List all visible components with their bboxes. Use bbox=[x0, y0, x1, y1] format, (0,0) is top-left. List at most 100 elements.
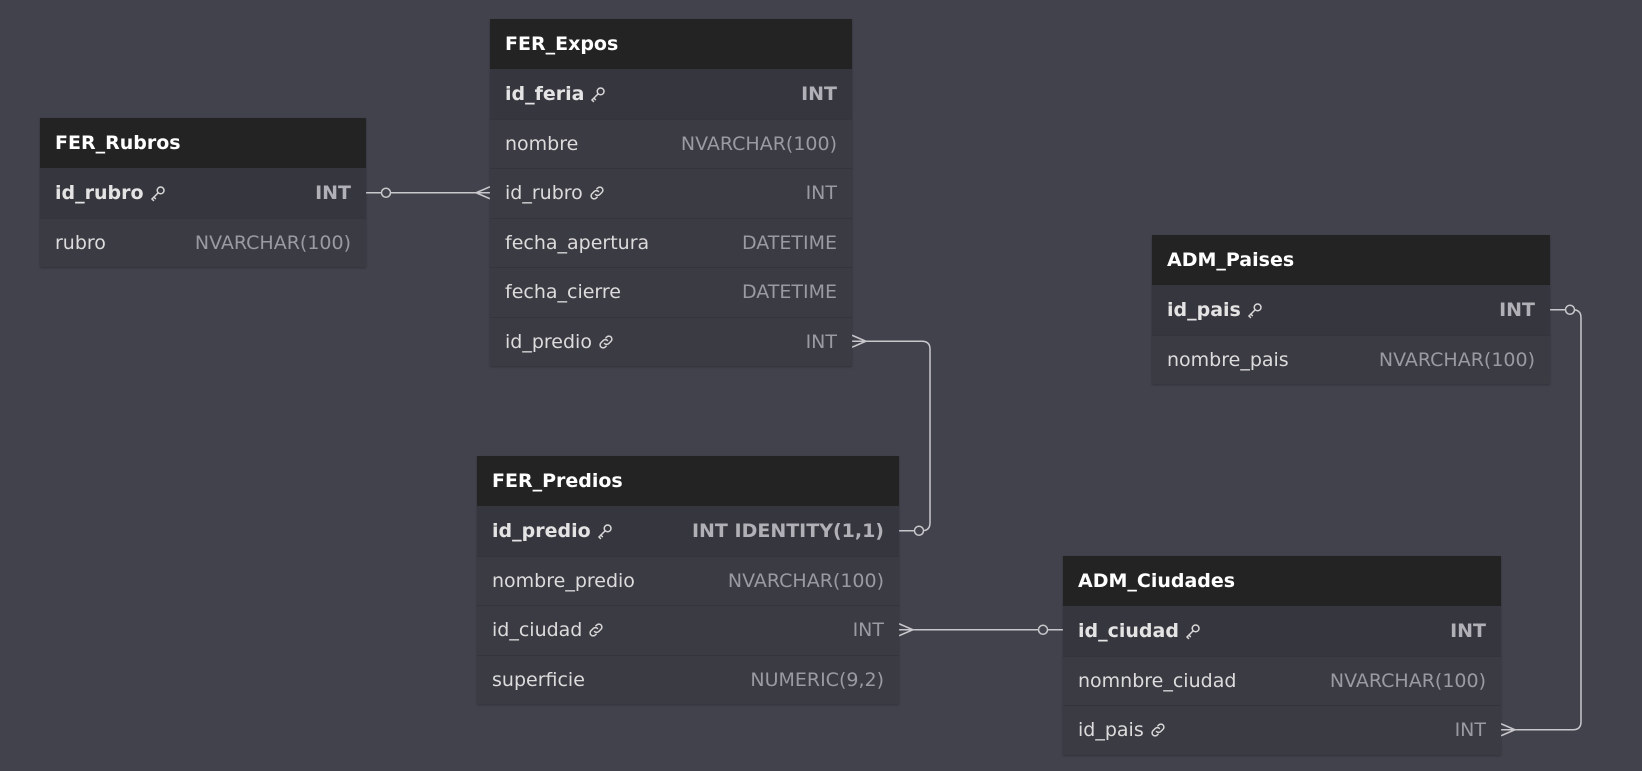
column-name-group: id_predio bbox=[492, 520, 614, 542]
link-icon bbox=[1149, 721, 1167, 739]
table-adm-paises[interactable]: ADM_Paises id_pais INT nombre_pais NVARCHAR(… bbox=[1152, 235, 1550, 384]
table-columns: id_pais INT nombre_pais NVARCHAR(100) bbox=[1152, 285, 1550, 384]
one-end-marker-rubro bbox=[380, 187, 392, 198]
column-type: DATETIME bbox=[741, 281, 837, 304]
column-name: nombre bbox=[505, 132, 579, 155]
column-row-id-ciudad[interactable]: id_ciudad INT bbox=[477, 605, 899, 655]
key-icon bbox=[1246, 301, 1264, 319]
table-fer-rubros[interactable]: FER_Rubros id_rubro INT rubro NVARCHAR(100) bbox=[40, 118, 366, 267]
column-row-id-ciudad[interactable]: id_ciudad INT bbox=[1063, 606, 1501, 656]
column-row-id-rubro[interactable]: id_rubro INT bbox=[40, 168, 366, 218]
column-name-group: nombre_pais bbox=[1167, 349, 1289, 371]
table-columns: id_rubro INT rubro NVARCHAR(100) bbox=[40, 168, 366, 267]
table-title[interactable]: FER_Predios bbox=[477, 456, 899, 506]
column-row-nombre-pais[interactable]: nombre_pais NVARCHAR(100) bbox=[1152, 334, 1550, 385]
link-icon bbox=[588, 184, 606, 202]
column-type: NVARCHAR(100) bbox=[1378, 348, 1535, 371]
one-end-marker-ciudad bbox=[1037, 624, 1049, 635]
column-row-nomnbre-ciudad[interactable]: nomnbre_ciudad NVARCHAR(100) bbox=[1063, 655, 1501, 706]
column-name-group: fecha_apertura bbox=[505, 232, 649, 254]
column-row-id-pais[interactable]: id_pais INT bbox=[1063, 705, 1501, 755]
column-name-group: rubro bbox=[55, 232, 106, 254]
column-name: fecha_apertura bbox=[505, 231, 650, 254]
column-name-group: id_pais bbox=[1167, 299, 1264, 321]
column-row-id-predio[interactable]: id_predio INT bbox=[490, 316, 852, 367]
one-end-marker-predio bbox=[913, 525, 925, 536]
key-icon bbox=[596, 522, 614, 540]
key-icon bbox=[1184, 622, 1202, 640]
column-name: nombre_pais bbox=[1167, 348, 1289, 371]
column-name: id_predio bbox=[492, 519, 591, 542]
table-title[interactable]: ADM_Ciudades bbox=[1063, 556, 1501, 606]
column-name: id_ciudad bbox=[1078, 619, 1179, 642]
column-type: INT bbox=[315, 181, 351, 204]
column-row-rubro[interactable]: rubro NVARCHAR(100) bbox=[40, 217, 366, 268]
one-end-marker-pais bbox=[1564, 304, 1576, 315]
column-type: NVARCHAR(100) bbox=[680, 132, 837, 155]
column-type: NVARCHAR(100) bbox=[727, 569, 884, 592]
column-name: id_rubro bbox=[55, 181, 144, 204]
column-type: INT bbox=[805, 330, 837, 353]
column-type: INT bbox=[805, 182, 837, 205]
table-title[interactable]: FER_Expos bbox=[490, 19, 852, 69]
column-name-group: superficie bbox=[492, 669, 585, 691]
column-type: NVARCHAR(100) bbox=[194, 231, 351, 254]
column-type: INT IDENTITY(1,1) bbox=[691, 519, 884, 542]
many-end-marker-predio bbox=[851, 334, 868, 348]
column-row-nombre-predio[interactable]: nombre_predio NVARCHAR(100) bbox=[477, 555, 899, 606]
many-end-marker-pais bbox=[1500, 723, 1517, 737]
column-type: INT bbox=[1450, 619, 1486, 642]
table-title[interactable]: FER_Rubros bbox=[40, 118, 366, 168]
column-row-id-predio[interactable]: id_predio INT IDENTITY(1,1) bbox=[477, 506, 899, 556]
column-type: DATETIME bbox=[741, 231, 837, 254]
many-end-marker-rubro bbox=[474, 186, 491, 200]
link-icon bbox=[587, 621, 605, 639]
column-name-group: id_pais bbox=[1078, 719, 1167, 741]
column-name: id_ciudad bbox=[492, 619, 583, 642]
column-type: INT bbox=[1454, 719, 1486, 742]
column-row-superficie[interactable]: superficie NUMERIC(9,2) bbox=[477, 654, 899, 705]
column-name-group: id_ciudad bbox=[492, 619, 605, 641]
column-name-group: id_feria bbox=[505, 83, 607, 105]
key-icon bbox=[589, 85, 607, 103]
column-type: NVARCHAR(100) bbox=[1329, 669, 1486, 692]
column-row-id-feria[interactable]: id_feria INT bbox=[490, 69, 852, 119]
column-name-group: fecha_cierre bbox=[505, 281, 621, 303]
column-row-nombre[interactable]: nombre NVARCHAR(100) bbox=[490, 118, 852, 169]
column-name: fecha_cierre bbox=[505, 281, 621, 304]
column-name: nomnbre_ciudad bbox=[1078, 669, 1237, 692]
link-icon bbox=[597, 333, 615, 351]
table-fer-predios[interactable]: FER_Predios id_predio INT IDENTITY(1,1) nom… bbox=[477, 456, 899, 704]
column-type: NUMERIC(9,2) bbox=[750, 668, 884, 691]
column-type: INT bbox=[852, 619, 884, 642]
column-name-group: id_rubro bbox=[55, 182, 167, 204]
column-name-group: nombre bbox=[505, 133, 578, 155]
column-name: id_feria bbox=[505, 82, 585, 105]
column-name: id_pais bbox=[1167, 298, 1241, 321]
column-name-group: nombre_predio bbox=[492, 570, 635, 592]
column-row-id-pais[interactable]: id_pais INT bbox=[1152, 285, 1550, 335]
column-name: id_rubro bbox=[505, 182, 583, 205]
table-title[interactable]: ADM_Paises bbox=[1152, 235, 1550, 285]
column-name-group: id_rubro bbox=[505, 182, 606, 204]
column-row-id-rubro[interactable]: id_rubro INT bbox=[490, 168, 852, 218]
many-end-marker-ciudad bbox=[898, 623, 915, 637]
column-type: INT bbox=[801, 82, 837, 105]
column-name-group: id_ciudad bbox=[1078, 620, 1202, 642]
column-name: rubro bbox=[55, 231, 106, 254]
column-name: nombre_predio bbox=[492, 569, 635, 592]
column-type: INT bbox=[1499, 298, 1535, 321]
column-row-fecha-cierre[interactable]: fecha_cierre DATETIME bbox=[490, 267, 852, 317]
column-name-group: id_predio bbox=[505, 331, 615, 353]
key-icon bbox=[149, 184, 167, 202]
column-name: superficie bbox=[492, 668, 585, 691]
column-name: id_predio bbox=[505, 330, 592, 353]
column-name-group: nomnbre_ciudad bbox=[1078, 670, 1236, 692]
column-row-fecha-apertura[interactable]: fecha_apertura DATETIME bbox=[490, 217, 852, 268]
